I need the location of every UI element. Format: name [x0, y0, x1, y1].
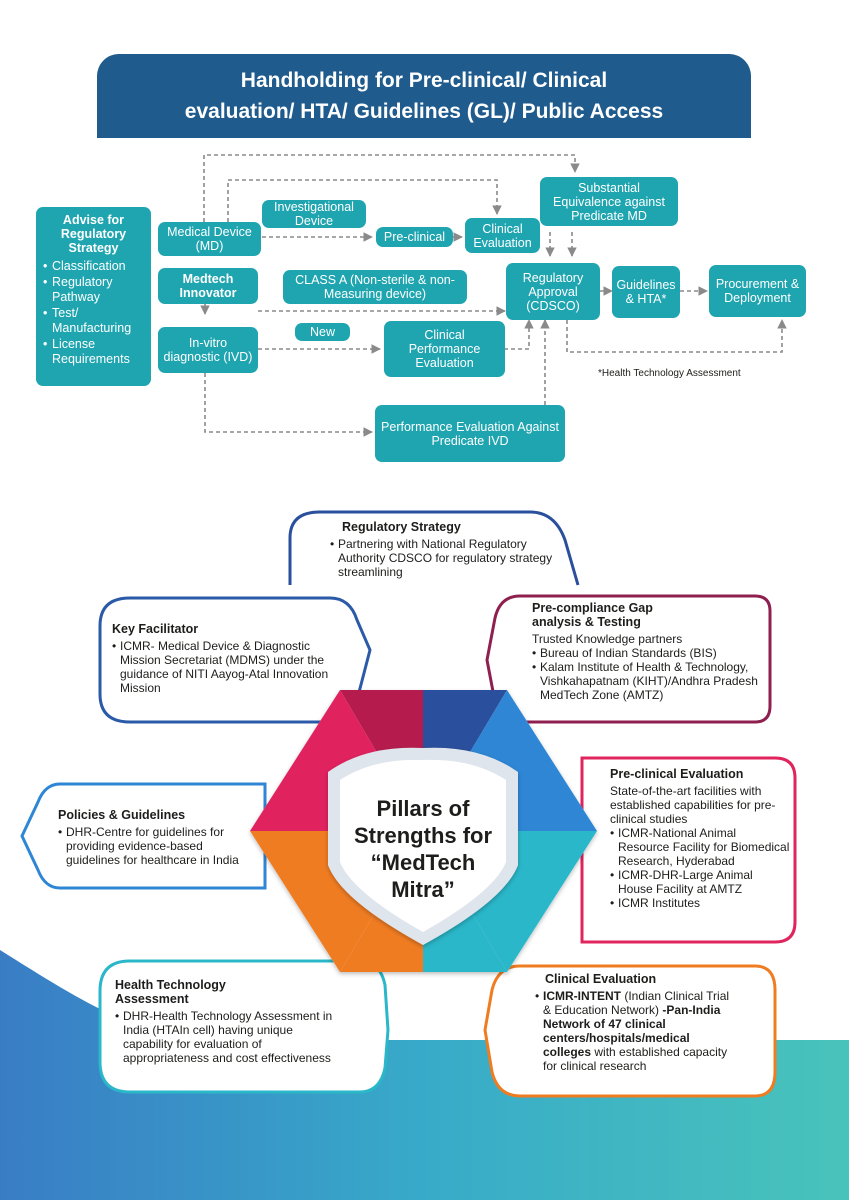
- procurement-box: Procurement & Deployment: [709, 265, 806, 317]
- card-text: ICMR- Medical Device & Diagnostic Missio…: [112, 639, 340, 695]
- card-bold: -Pan-India Network of 47 clinical center…: [543, 1003, 721, 1059]
- card-item: Kalam Institute of Health & Technology, …: [532, 660, 764, 702]
- new-box: New: [295, 323, 350, 341]
- card-title: Key Facilitator: [112, 622, 199, 636]
- investigational-device-box: Investigational Device: [262, 200, 366, 228]
- flow-connectors: [200, 154, 787, 437]
- card-bold: ICMR-INTENT: [543, 989, 621, 1003]
- banner-line-2: evaluation/ HTA/ Guidelines (GL)/ Public…: [184, 100, 664, 123]
- medtech-innovator-box: Medtech Innovator: [158, 268, 258, 304]
- regulatory-approval-box: Regulatory Approval (CDSCO): [506, 263, 600, 320]
- center-line-3: “MedTech: [370, 850, 476, 875]
- advise-title: Advise for Regulatory Strategy: [60, 213, 127, 255]
- banner-line-1: Handholding for Pre-clinical/ Clinical: [240, 69, 608, 92]
- card-clinical: Clinical Evaluation ICMR-INTENT (Indian …: [535, 972, 735, 1073]
- card-title: Clinical Evaluation: [545, 972, 657, 986]
- card-policies: Policies & Guidelines DHR-Centre for gui…: [58, 808, 256, 867]
- card-intro: Trusted Knowledge partners: [532, 632, 683, 646]
- card-span: with established capacity for clinical r…: [543, 1045, 728, 1073]
- card-title: Policies & Guidelines: [58, 808, 186, 822]
- class-a-box: CLASS A (Non-sterile & non-Measuring dev…: [283, 270, 467, 304]
- card-span: (Indian Clinical Trial & Education Netwo…: [543, 989, 730, 1017]
- card-item: ICMR-DHR-Large Animal House Facility at …: [610, 868, 790, 896]
- pillars-center-title: Pillars of Strengths for “MedTech Mitra”: [338, 795, 508, 903]
- guidelines-hta-box: Guidelines & HTA*: [612, 266, 680, 318]
- card-intro: State-of-the-art facilities with establi…: [610, 784, 776, 826]
- clinical-evaluation-box: Clinical Evaluation: [465, 218, 540, 253]
- substantial-equivalence-box: Substantial Equivalence against Predicat…: [540, 177, 678, 226]
- card-title: Pre-clinical Evaluation: [610, 767, 744, 781]
- card-title: Pre-compliance Gap analysis & Testing: [532, 601, 653, 629]
- card-text: DHR-Health Technology Assessment in Indi…: [115, 1009, 345, 1065]
- clinical-performance-box: Clinical Performance Evaluation: [384, 321, 505, 377]
- medical-device-box: Medical Device (MD): [158, 222, 261, 256]
- advise-item: Regulatory Pathway: [43, 275, 144, 306]
- advise-regulatory-box: Advise for Regulatory Strategy Classific…: [36, 207, 151, 386]
- page-banner: Handholding for Pre-clinical/ Clinical e…: [97, 54, 751, 138]
- card-text: DHR-Centre for guidelines for providing …: [58, 825, 256, 867]
- advise-item: License Requirements: [43, 337, 144, 368]
- center-line-2: Strengths for: [353, 823, 493, 848]
- card-title: Regulatory Strategy: [342, 520, 461, 534]
- preclinical-box: Pre-clinical: [376, 227, 453, 247]
- card-precompliance: Pre-compliance Gap analysis & Testing Tr…: [532, 601, 764, 702]
- background-wave: [0, 950, 849, 1200]
- card-key-facilitator: Key Facilitator ICMR- Medical Device & D…: [112, 622, 340, 695]
- card-title: Health Technology Assessment: [115, 978, 226, 1006]
- card-item: Bureau of Indian Standards (BIS): [532, 646, 764, 660]
- center-line-4: Mitra”: [391, 877, 455, 902]
- advise-item: Classification: [43, 259, 144, 275]
- card-item: ICMR Institutes: [610, 896, 790, 910]
- performance-evaluation-box: Performance Evaluation Against Predicate…: [375, 405, 565, 462]
- card-regulatory-strategy: Regulatory Strategy Partnering with Nati…: [330, 520, 555, 579]
- center-line-1: Pillars of: [376, 796, 470, 821]
- footnote: *Health Technology Assessment: [598, 368, 741, 379]
- advise-item: Test/ Manufacturing: [43, 306, 144, 337]
- card-text: Partnering with National Regulatory Auth…: [330, 537, 555, 579]
- card-preclinical: Pre-clinical Evaluation State-of-the-art…: [610, 767, 790, 910]
- ivd-box: In-vitro diagnostic (IVD): [158, 327, 258, 373]
- card-hta: Health Technology Assessment DHR-Health …: [115, 978, 345, 1065]
- card-text: ICMR-INTENT (Indian Clinical Trial & Edu…: [535, 989, 735, 1073]
- card-item: ICMR-National Animal Resource Facility f…: [610, 826, 790, 868]
